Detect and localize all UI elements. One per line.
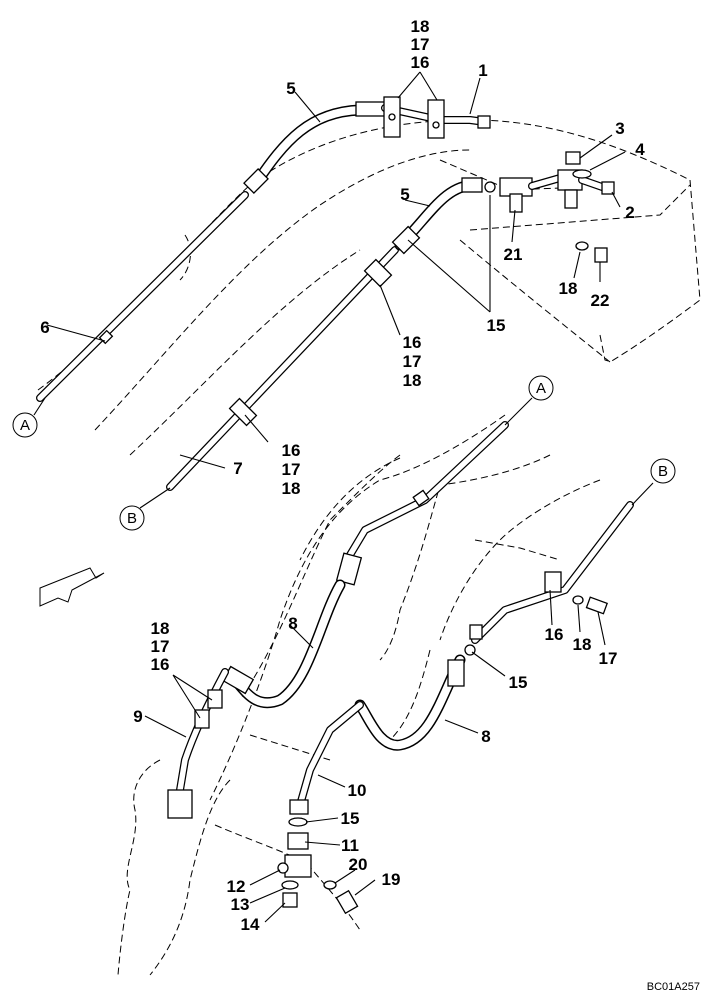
- callout-16: 16: [545, 625, 564, 644]
- callout-17: 17: [599, 649, 618, 668]
- seal-4: [572, 169, 592, 179]
- callout-21: 21: [504, 245, 523, 264]
- svg-text:B: B: [127, 510, 137, 527]
- connector-b-bottom: B: [650, 458, 676, 484]
- callout-6: 6: [40, 318, 49, 337]
- callout-18: 18: [151, 619, 170, 638]
- callout-15: 15: [509, 673, 528, 692]
- connector-b-top: B: [119, 505, 145, 531]
- callout-17: 17: [282, 460, 301, 479]
- callout-19: 19: [382, 870, 401, 889]
- svg-text:A: A: [536, 380, 546, 397]
- o-ring-15-upper: [484, 181, 496, 193]
- callout-15: 15: [487, 316, 506, 335]
- callout-22: 22: [591, 291, 610, 310]
- callout-5: 5: [400, 185, 409, 204]
- tube-6: [36, 191, 249, 402]
- washer-18-lower: [572, 595, 584, 605]
- callout-3: 3: [615, 119, 624, 138]
- lower-boom-outline: [117, 414, 601, 976]
- svg-text:B: B: [658, 463, 668, 480]
- callout-17: 17: [151, 637, 170, 656]
- callout-17: 17: [411, 35, 430, 54]
- callout-16: 16: [282, 441, 301, 460]
- leader-lines: [46, 71, 626, 923]
- tube-1: [381, 104, 491, 129]
- callout-7: 7: [233, 459, 242, 478]
- callout-10: 10: [348, 781, 367, 800]
- bolt-17-lower: [585, 596, 609, 615]
- callout-18: 18: [403, 371, 422, 390]
- callout-4: 4: [635, 140, 645, 159]
- hose-8-left: [221, 579, 346, 708]
- clamp-upper-right: [427, 99, 445, 139]
- tube-b-lower: [469, 501, 634, 644]
- fitting-9-end: [167, 789, 193, 819]
- clamp-upper-left: [383, 96, 401, 138]
- hose-5-middle: [391, 177, 483, 255]
- hose-5-upper: [243, 101, 391, 194]
- tee-fitting-group: [277, 832, 359, 915]
- callout-9: 9: [133, 707, 142, 726]
- direction-arrow-icon: [39, 567, 105, 607]
- callout-5: 5: [286, 79, 295, 98]
- callout-8: 8: [481, 727, 490, 746]
- callout-20: 20: [349, 855, 368, 874]
- callout-1: 1: [478, 61, 487, 80]
- valve-block-upper: [499, 151, 615, 263]
- callout-12: 12: [227, 877, 246, 896]
- connector-line-a-bottom: [504, 397, 533, 426]
- svg-text:A: A: [20, 417, 30, 434]
- connector-line-a-top: [33, 397, 46, 416]
- connector-a-top: A: [12, 412, 38, 438]
- callout-17: 17: [403, 352, 422, 371]
- connector-line-b-bottom: [631, 482, 654, 506]
- callout-15: 15: [341, 809, 360, 828]
- callout-18: 18: [282, 479, 301, 498]
- tube-a-lower: [335, 421, 509, 586]
- callout-14: 14: [241, 915, 260, 934]
- callout-2: 2: [625, 203, 634, 222]
- callout-18: 18: [573, 635, 592, 654]
- plug-3: [565, 151, 581, 165]
- hose-8-right: [354, 654, 466, 751]
- callout-16: 16: [151, 655, 170, 674]
- callout-13: 13: [231, 895, 250, 914]
- o-ring-15-lower: [288, 817, 308, 827]
- washer-18: [575, 241, 589, 251]
- callout-8: 8: [288, 614, 297, 633]
- tube-7: [166, 246, 399, 491]
- connector-a-bottom: A: [528, 375, 554, 401]
- callout-18: 18: [559, 279, 578, 298]
- drawing-code: BC01A257: [647, 981, 700, 993]
- callout-11: 11: [341, 836, 359, 855]
- callout-18: 18: [411, 17, 430, 36]
- tube-10: [289, 701, 364, 815]
- callout-16: 16: [403, 333, 422, 352]
- callout-16: 16: [411, 53, 430, 72]
- bolt-22: [594, 247, 608, 263]
- connector-line-b-top: [139, 487, 171, 509]
- tube-9: [167, 668, 229, 819]
- upper-boom-outline: [37, 119, 701, 456]
